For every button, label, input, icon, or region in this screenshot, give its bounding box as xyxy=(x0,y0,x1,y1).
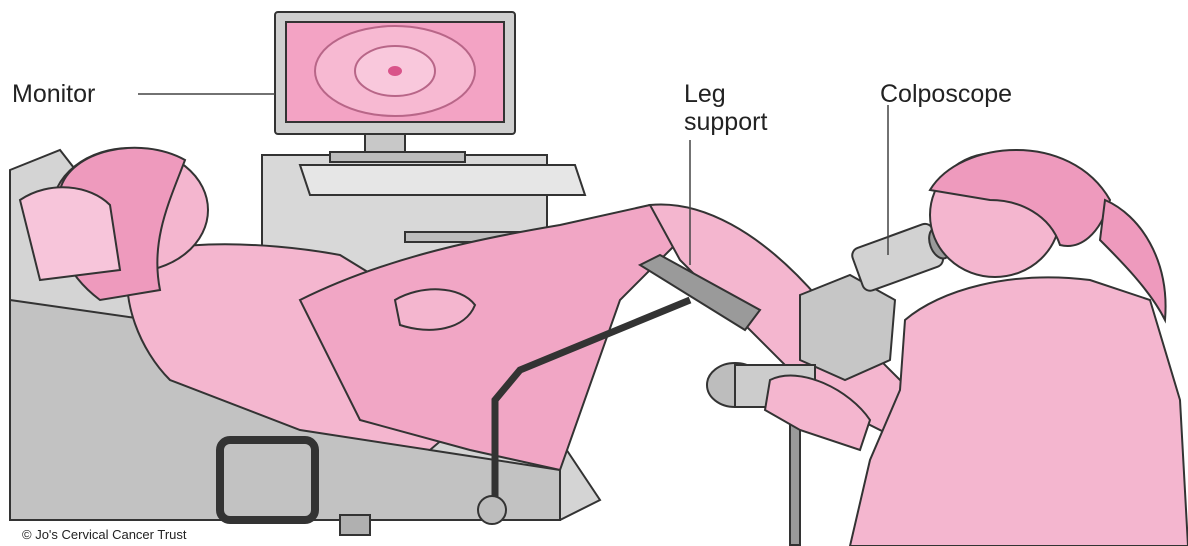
label-colposcope: Colposcope xyxy=(880,80,1012,108)
keyboard xyxy=(300,165,585,195)
label-monitor: Monitor xyxy=(12,80,95,108)
label-leg-support-line2: support xyxy=(684,108,767,136)
monitor xyxy=(275,12,515,134)
label-leg-support: Leg support xyxy=(684,80,767,136)
credit-text: © Jo's Cervical Cancer Trust xyxy=(22,527,187,542)
label-leg-support-line1: Leg xyxy=(684,80,726,108)
